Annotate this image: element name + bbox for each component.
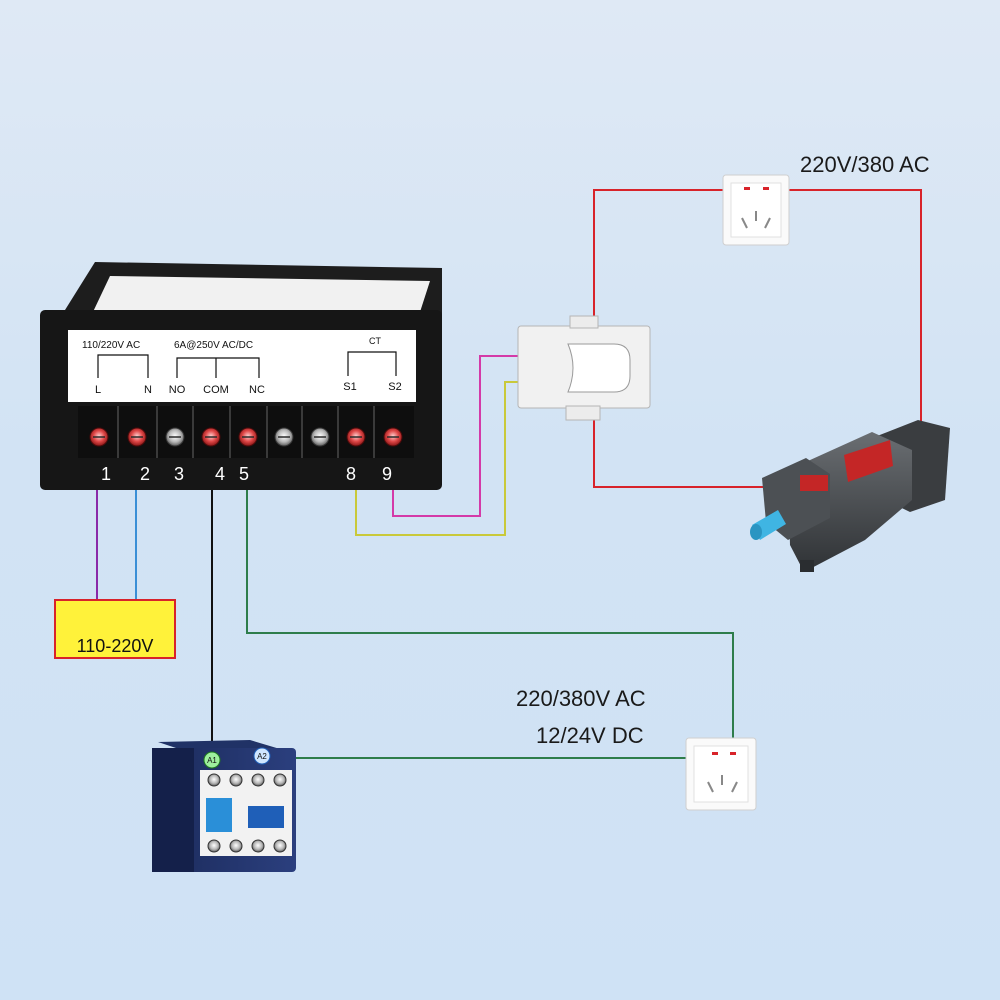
label-com: COM <box>203 384 229 396</box>
contactor-side <box>152 748 194 872</box>
supply-box-rect <box>54 599 176 659</box>
terminal-number-3: 3 <box>174 464 184 484</box>
coil-outlet-slot-1 <box>712 752 718 755</box>
motor-foot <box>800 560 814 572</box>
ct-clip-bottom <box>565 405 601 421</box>
coil-outlet-inner <box>693 745 749 803</box>
controller-label-panel <box>68 330 416 402</box>
current-transformer <box>517 315 651 421</box>
label-nc: NC <box>249 384 265 396</box>
motor-outlet <box>722 174 790 246</box>
ct-bracket <box>347 351 397 376</box>
contactor-a1-terminal <box>203 751 221 769</box>
supply-box-label: 110-220V <box>77 636 154 656</box>
label-s2: S2 <box>388 381 401 393</box>
terminal-number-9: 9 <box>382 464 392 484</box>
contactor-a2-terminal <box>253 747 271 765</box>
label-no: NO <box>169 384 186 396</box>
controller-top-label-plate <box>92 276 430 314</box>
motor <box>750 420 950 572</box>
power-group-label: 110/220V AC <box>82 340 140 351</box>
wire-red-neutral <box>766 189 922 470</box>
terminal-number-4: 4 <box>215 464 225 484</box>
contactor: A1 A2 <box>152 740 296 872</box>
coil-supply-label-ac: 220/380V AC <box>516 686 646 711</box>
contactor-blue-window <box>206 798 232 832</box>
wire-t5-green <box>246 450 734 752</box>
relay-bracket <box>176 357 260 378</box>
terminal-number-5: 5 <box>239 464 249 484</box>
motor-label-red <box>844 440 893 482</box>
motor-outlet-slot-2 <box>763 187 769 190</box>
motor-shaft <box>750 510 786 540</box>
ct-clip-top <box>569 315 599 329</box>
coil-outlet-slot-2 <box>730 752 736 755</box>
terminal-number-8: 8 <box>346 464 356 484</box>
wire-t8-yellow <box>355 381 518 536</box>
motor-outlet-slot-1 <box>744 187 750 190</box>
label-s1: S1 <box>343 381 356 393</box>
terminal-number-1: 1 <box>101 464 111 484</box>
motor-outlet-slot-3 <box>741 217 748 229</box>
ct-aperture <box>567 343 631 393</box>
coil-outlet-slot-3 <box>707 781 714 793</box>
motor-label-small <box>800 475 828 491</box>
power-bracket <box>97 354 149 378</box>
supply-box: 110-220V <box>54 599 176 659</box>
coil-outlet-slot-4 <box>731 781 738 793</box>
contactor-blue-window-2 <box>248 806 284 828</box>
controller: 110/220V AC 6A@250V AC/DC CT L N NO COM … <box>40 262 442 490</box>
label-n: N <box>144 384 152 396</box>
coil-supply-label-dc: 12/24V DC <box>536 723 644 748</box>
label-l: L <box>95 384 101 396</box>
motor-outlet-slot-4 <box>764 217 771 229</box>
ct-group-label: CT <box>369 336 381 346</box>
wire-t9-magenta <box>392 355 518 517</box>
relay-group-label: 6A@250V AC/DC <box>174 340 253 351</box>
terminal-number-2: 2 <box>140 464 150 484</box>
motor-outlet-inner <box>730 182 782 238</box>
contactor-terminals <box>207 773 287 853</box>
contactor-a2-label: A2 <box>257 752 267 761</box>
motor-supply-label: 220V/380 AC <box>800 152 930 177</box>
wire-a2-green <box>268 752 716 759</box>
coil-outlet <box>685 737 757 811</box>
contactor-a1-label: A1 <box>207 756 217 765</box>
terminal-dividers <box>117 406 375 458</box>
